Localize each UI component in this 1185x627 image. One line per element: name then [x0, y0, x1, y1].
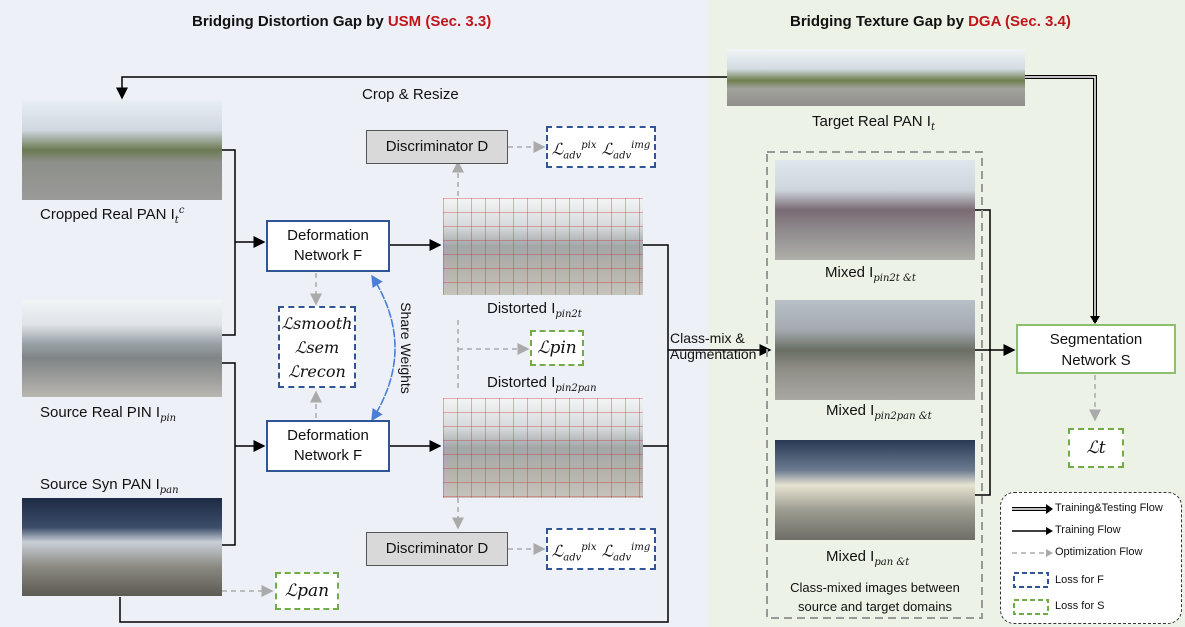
- distorted-pin2pan-label: Distorted Ipin2pan: [487, 374, 597, 394]
- usm-title: Bridging Distortion Gap by USM (Sec. 3.3…: [192, 13, 491, 30]
- discriminator-top: Discriminator D: [366, 130, 508, 164]
- adv-loss-bottom: ℒadvpix ℒadvimg: [546, 528, 656, 570]
- mixed-pan-label: Mixed Ipan &t: [826, 548, 910, 568]
- legend-training: Training Flow: [1055, 524, 1121, 536]
- dga-title-highlight: DGA (Sec. 3.4): [968, 13, 1071, 30]
- loss-recon: ℒrecon: [288, 362, 346, 381]
- target-real-pan-image: [727, 49, 1025, 106]
- mixed-pin2t-label: Mixed Ipin2t &t: [825, 264, 916, 284]
- legend-train-test: Training&Testing Flow: [1055, 502, 1163, 514]
- crop-resize-label: Crop & Resize: [362, 86, 459, 103]
- usm-title-highlight: USM (Sec. 3.3): [387, 13, 492, 30]
- share-weights-label: Share Weights: [397, 302, 414, 394]
- loss-sem: ℒsem: [294, 338, 340, 357]
- mixed-pin2pan-image: [775, 300, 975, 400]
- legend-loss-f: Loss for F: [1055, 574, 1104, 586]
- discriminator-bottom: Discriminator D: [366, 532, 508, 566]
- loss-t-box: ℒt: [1068, 428, 1124, 468]
- mixed-pan-image: [775, 440, 975, 540]
- mixed-pin2t-image: [775, 160, 975, 260]
- segmentation-network-line2: Network S: [1061, 352, 1131, 369]
- legend-symbols: [1012, 504, 1053, 615]
- distorted-pin2t-label: Distorted Ipin2t: [487, 300, 582, 320]
- segmentation-network: Segmentation Network S: [1016, 324, 1176, 374]
- distorted-pin2pan-image: [443, 398, 643, 498]
- adv-pix-loss-top: ℒ: [551, 139, 564, 159]
- deformation-network-top-line2: Network F: [293, 247, 363, 264]
- source-real-pin-image: [22, 300, 222, 397]
- cropped-real-pan-image: [22, 100, 222, 200]
- adv-img-loss-top: ℒ: [601, 139, 614, 159]
- deformation-network-bottom: Deformation Network F: [266, 420, 390, 472]
- class-mix-line2: Augmentation: [670, 346, 757, 362]
- class-mixed-caption: Class-mixed images between source and ta…: [778, 578, 972, 616]
- legend-optimization: Optimization Flow: [1055, 546, 1143, 558]
- legend-loss-s: Loss for S: [1055, 600, 1105, 612]
- deformation-network-bottom-line1: Deformation: [287, 427, 369, 444]
- adv-img-loss-bottom: ℒ: [601, 541, 614, 561]
- class-mix-label: Class-mix & Augmentation: [670, 330, 756, 362]
- source-real-pin-label: Source Real PIN Ipin: [40, 404, 177, 424]
- loss-pan-box: ℒpan: [275, 572, 339, 610]
- loss-pin-box: ℒpin: [530, 330, 584, 366]
- segmentation-network-line1: Segmentation: [1049, 331, 1143, 348]
- class-mix-line1: Class-mix &: [670, 330, 745, 346]
- adv-loss-top: ℒadvpix ℒadvimg: [546, 126, 656, 168]
- deformation-network-top: Deformation Network F: [266, 220, 390, 272]
- usm-title-prefix: Bridging Distortion Gap by: [192, 13, 388, 30]
- target-real-pan-label: Target Real PAN It: [812, 113, 935, 133]
- deformation-network-top-line1: Deformation: [287, 227, 369, 244]
- dga-title: Bridging Texture Gap by DGA (Sec. 3.4): [790, 13, 1071, 30]
- source-syn-pan-label: Source Syn PAN Ipan: [40, 476, 179, 496]
- distorted-pin2t-image: [443, 198, 643, 295]
- source-syn-pan-image: [22, 498, 222, 596]
- adv-pix-loss-bottom: ℒ: [551, 541, 564, 561]
- deformation-loss-box: ℒsmooth ℒsem ℒrecon: [278, 306, 356, 388]
- dga-title-prefix: Bridging Texture Gap by: [790, 13, 969, 30]
- legend: [1000, 492, 1182, 624]
- mixed-pin2pan-label: Mixed Ipin2pan &t: [826, 402, 932, 422]
- deformation-network-bottom-line2: Network F: [293, 447, 363, 464]
- loss-smooth: ℒsmooth: [281, 314, 353, 333]
- class-mixed-caption-line2: source and target domains: [798, 599, 952, 614]
- class-mixed-caption-line1: Class-mixed images between: [790, 580, 960, 595]
- cropped-real-pan-label: Cropped Real PAN Itc: [40, 205, 185, 226]
